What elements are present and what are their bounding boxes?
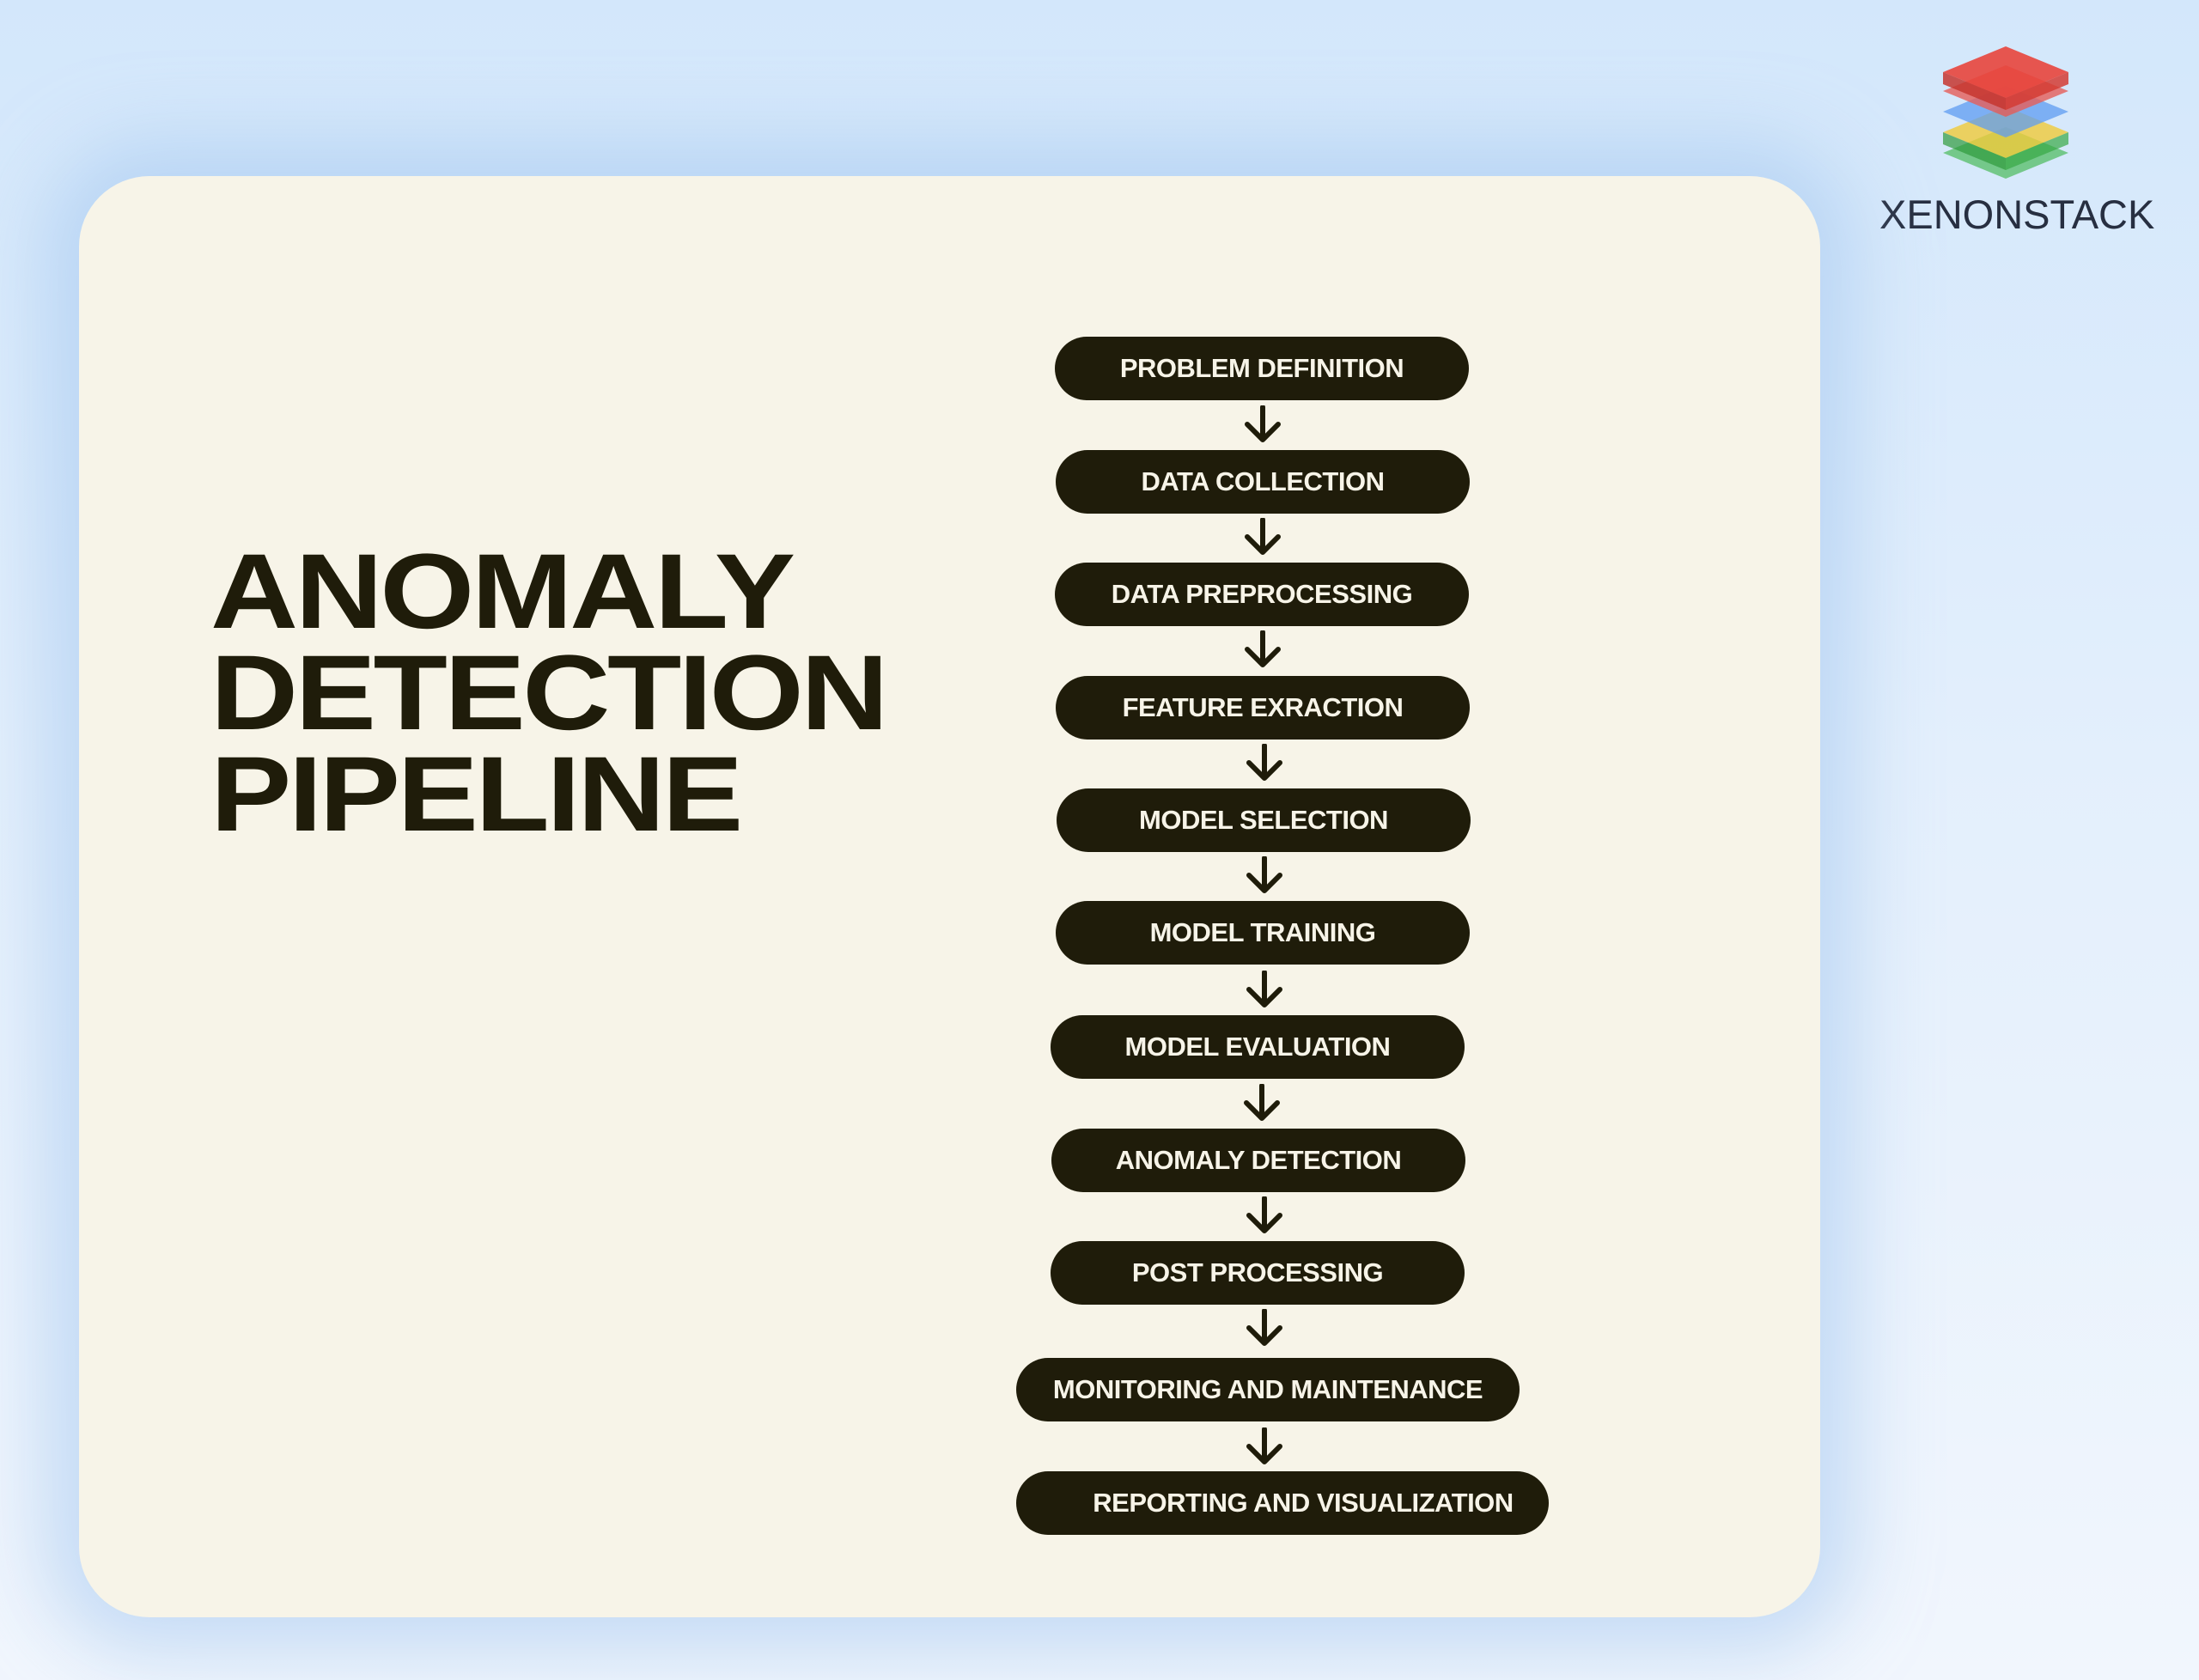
title-line-2: DETECTION [210,634,888,752]
arrow-down-icon [1245,630,1281,667]
brand-name: XENONSTACK [1879,192,2155,237]
arrow-down-icon [1246,1196,1282,1233]
pipeline-step-data-collection: DATA COLLECTION [1056,450,1470,514]
pipeline-step-model-evaluation: MODEL EVALUATION [1051,1015,1465,1079]
diagram-title: ANOMALY DETECTION PIPELINE [210,533,888,854]
pipeline-step-model-training: MODEL TRAINING [1056,901,1470,965]
arrow-down-icon [1244,1084,1280,1121]
title-line-3: PIPELINE [210,735,743,854]
pipeline-step-problem-definition: PROBLEM DEFINITION [1055,337,1469,400]
xenonstack-logo-icon [1943,46,2068,179]
pipeline-step-monitoring-and-maintenance: MONITORING AND MAINTENANCE [1016,1358,1520,1421]
arrow-down-icon [1246,971,1282,1007]
pipeline-step-model-selection: MODEL SELECTION [1057,788,1471,852]
arrow-down-icon [1246,1309,1282,1346]
arrow-down-icon [1246,1427,1282,1464]
arrow-down-icon [1245,405,1281,442]
pipeline-step-reporting-and-visualization: REPORTING AND VISUALIZATION [1016,1471,1549,1535]
arrow-down-icon [1246,856,1282,893]
title-line-1: ANOMALY [210,533,795,651]
arrow-down-icon [1246,744,1282,781]
pipeline-step-post-processing: POST PROCESSING [1051,1241,1465,1305]
pipeline-step-anomaly-detection: ANOMALY DETECTION [1051,1129,1465,1192]
pipeline-step-data-preprocessing: DATA PREPROCESSING [1055,563,1469,626]
arrow-down-icon [1245,518,1281,555]
pipeline-step-feature-extraction: FEATURE EXRACTION [1056,676,1470,740]
content-card [79,176,1820,1617]
